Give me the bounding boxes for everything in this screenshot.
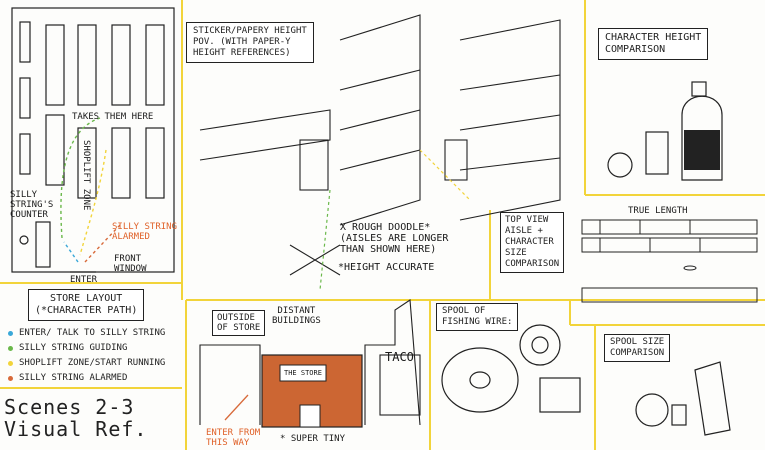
super-tiny-label: * Super tiny: [280, 434, 346, 444]
scenes-title-line1: Scenes 2-3: [4, 395, 135, 419]
pov-shelves: [199, 14, 561, 276]
store-layout-subtitle: (*character path): [35, 305, 138, 316]
store-layout-title: Store layout: [50, 293, 123, 304]
store-floor-plan: [11, 7, 175, 273]
path-legend: Enter/ talk to silly string Silly string…: [8, 326, 165, 386]
enter-label: Enter: [70, 275, 98, 285]
takes-them-here-label: Takes them here: [72, 112, 154, 122]
legend-item: Silly string guiding: [8, 341, 165, 356]
height-accurate-label: *Height accurate: [338, 262, 435, 273]
legend-label: Enter/ talk to silly string: [19, 328, 166, 338]
legend-dot: [8, 361, 13, 366]
legend-label: Silly string guiding: [19, 343, 128, 353]
top-view-strips: [581, 219, 758, 303]
legend-item: Enter/ talk to silly string: [8, 326, 165, 341]
scenes-title-line2: Visual Ref.: [4, 417, 148, 441]
shoplift-zone-label: Shoplift zone: [81, 140, 91, 211]
legend-item: Silly string alarmed: [8, 371, 165, 386]
front-window-label: Front window: [114, 254, 147, 274]
silly-string-counter-label: Silly String's counter: [10, 190, 54, 220]
rough-doodle-label: X Rough doodle* (aisles are longer than …: [340, 222, 449, 255]
distant-buildings-label: Distant buildings: [272, 306, 321, 326]
legend-dot: [8, 376, 13, 381]
store-layout-box: Store layout (*character path): [28, 289, 145, 321]
pov-box: Sticker/papery height POV. (with paper-y…: [186, 22, 314, 63]
spool-size-comparison-box: Spool size comparison: [604, 334, 671, 362]
character-height-box: Character height comparison: [598, 28, 709, 60]
true-length-label: True length: [628, 206, 688, 216]
spool-of-fishing-wire-box: Spool of fishing wire:: [436, 303, 519, 331]
enter-from-this-way-label: Enter from this way: [206, 428, 261, 448]
scenes-title: Scenes 2-3 Visual Ref.: [4, 396, 147, 440]
outside-store-drawing: [199, 299, 421, 426]
legend-item: Shoplift zone/start running: [8, 356, 165, 371]
fishing-wire-spool: [441, 324, 581, 413]
character-figures: [607, 81, 723, 181]
taco-sign: TACO: [385, 350, 414, 364]
legend-dot: [8, 331, 13, 336]
legend-label: Shoplift zone/start running: [19, 358, 166, 368]
spool-size-figures: [635, 361, 731, 436]
legend-dot: [8, 346, 13, 351]
top-view-box: Top view aisle + character size comparis…: [500, 212, 565, 273]
outside-of-store-box: Outside of store: [212, 310, 266, 336]
legend-label: Silly string alarmed: [19, 373, 128, 383]
silly-string-alarmed-label: Silly string alarmed: [112, 222, 178, 242]
the-store-sign: The store: [284, 369, 322, 377]
